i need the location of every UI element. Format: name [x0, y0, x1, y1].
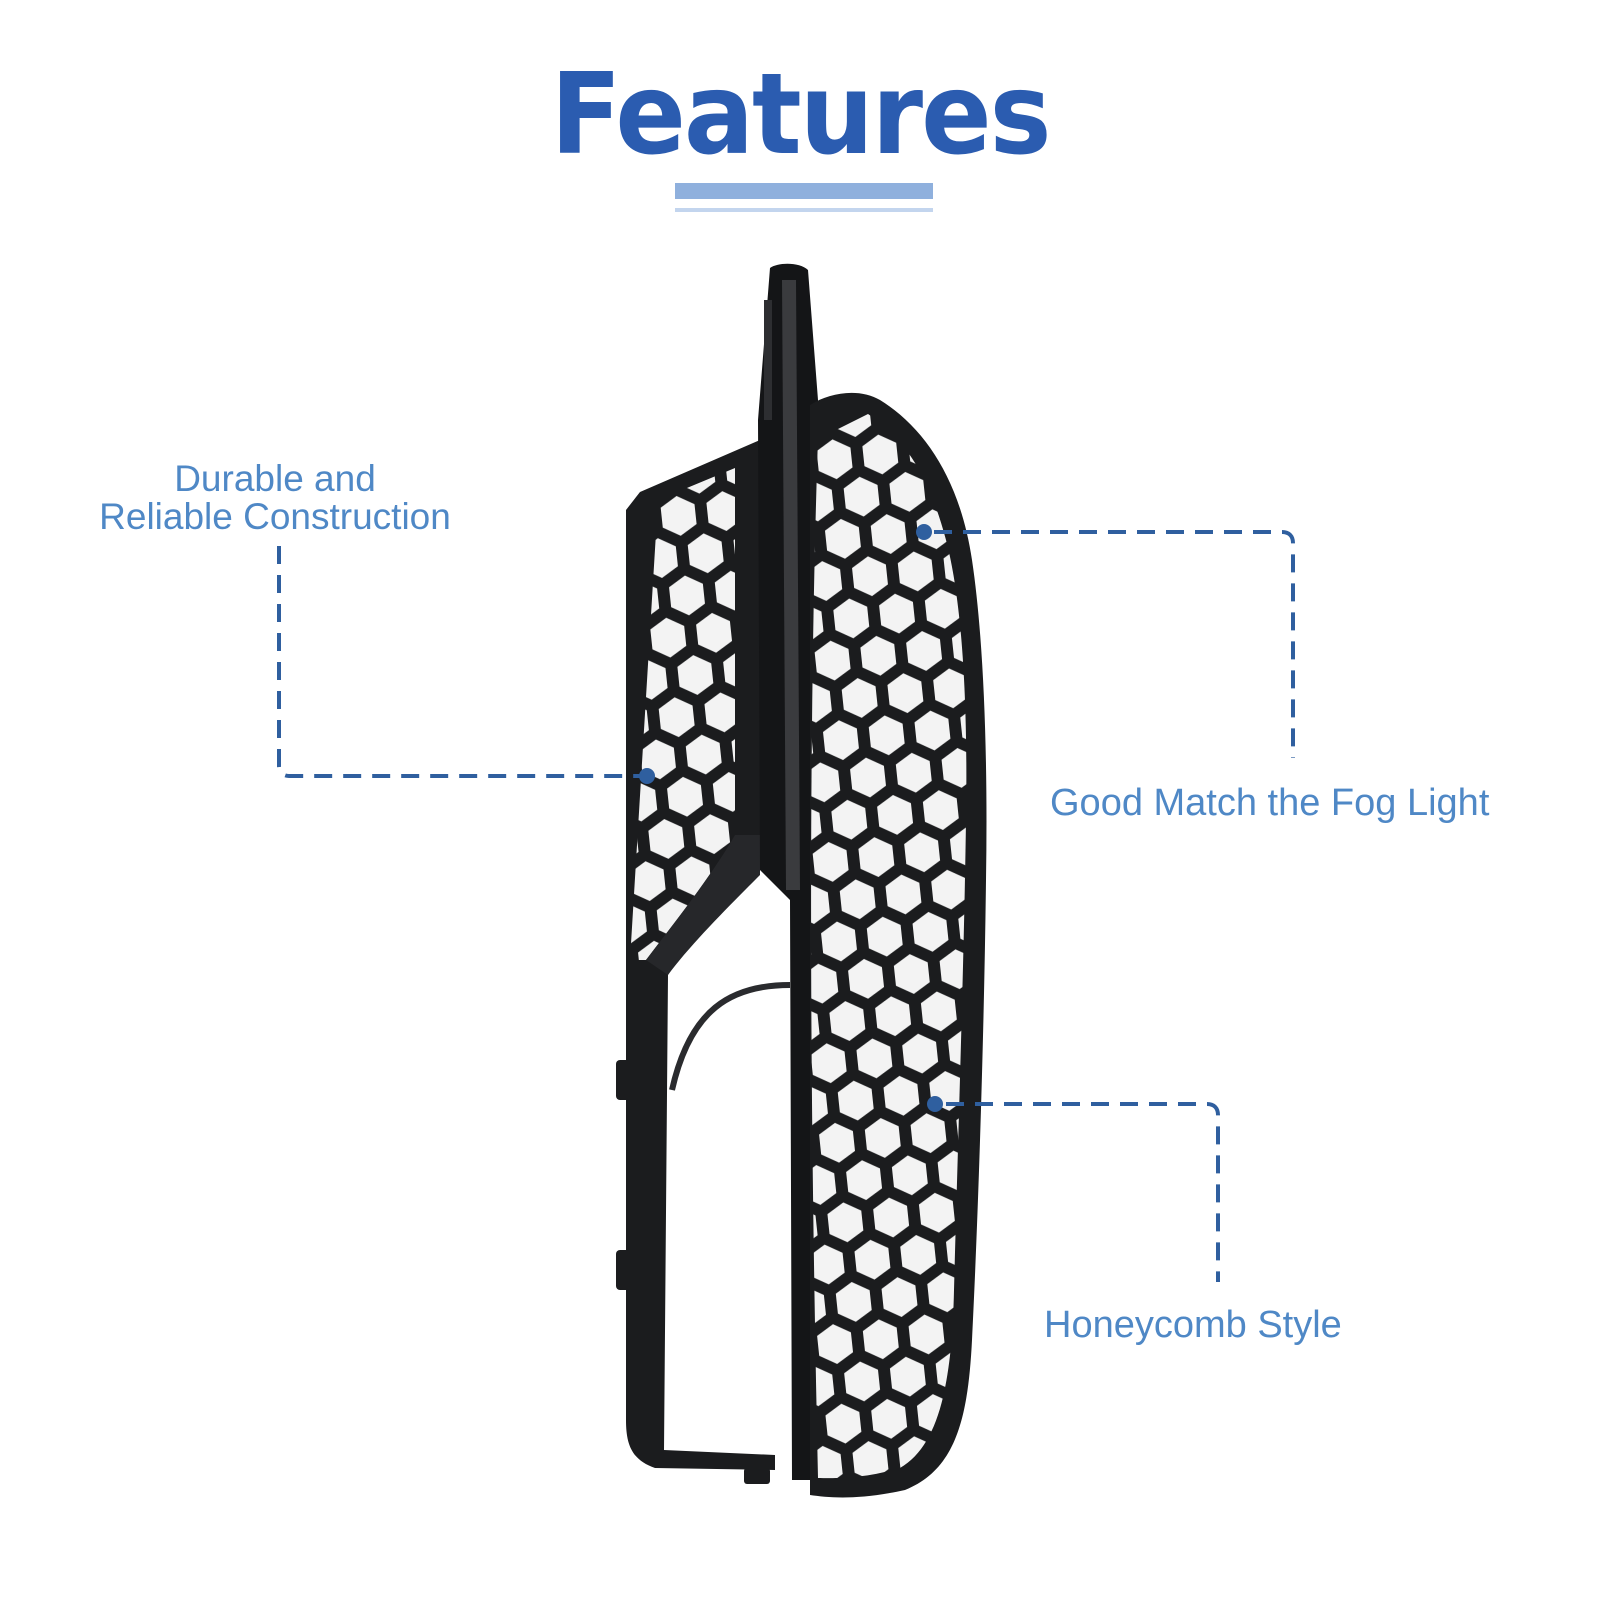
title-underline [675, 183, 933, 199]
feature-label-fog-light: Good Match the Fog Light [1050, 782, 1490, 824]
feature-label-line: Reliable Construction [99, 496, 451, 537]
feature-label-honeycomb: Honeycomb Style [1044, 1304, 1342, 1346]
fog-light-opening [672, 985, 790, 1445]
callout-dot [916, 524, 932, 540]
feature-label-line: Durable and [174, 458, 376, 499]
right-honeycomb-mesh [811, 414, 967, 1479]
callout-fog-light [916, 524, 1295, 758]
callout-dot [927, 1096, 943, 1112]
callout-honeycomb [927, 1096, 1220, 1282]
feature-label-durable: Durable and Reliable Construction [70, 460, 480, 536]
callout-dot [639, 768, 655, 784]
title-underline-thin [675, 208, 933, 212]
page-title: Features [550, 48, 1051, 180]
callout-durable [277, 546, 655, 784]
